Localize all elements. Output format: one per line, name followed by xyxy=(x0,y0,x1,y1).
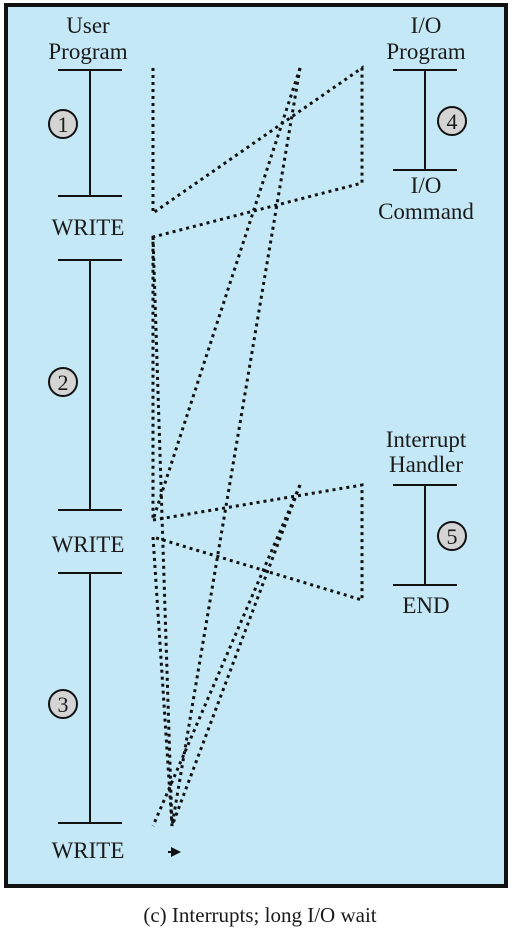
step-circle-1: 1 xyxy=(48,109,78,139)
write-label-1: WRITE xyxy=(52,215,125,240)
io-program-label-line1: I/O xyxy=(411,13,442,38)
step-number-5: 5 xyxy=(447,524,458,549)
user-program-label-line1: User xyxy=(66,13,110,38)
interrupt-handler-label-line2: Handler xyxy=(389,452,463,477)
step-number-1: 1 xyxy=(58,112,69,137)
execution-flow-dotted-lines xyxy=(151,65,364,827)
figure-caption: (c) Interrupts; long I/O wait xyxy=(143,903,376,927)
write-label-2: WRITE xyxy=(52,532,125,557)
interrupt-handler-label-line1: Interrupt xyxy=(386,427,467,452)
interrupt-handler-timeline xyxy=(393,484,457,586)
io-program-label-line2: Program xyxy=(386,39,465,64)
user-program-timeline xyxy=(58,69,122,824)
user-program-label-line2: Program xyxy=(48,39,127,64)
step-number-2: 2 xyxy=(58,370,69,395)
step-circle-5: 5 xyxy=(437,521,467,551)
step-circle-4: 4 xyxy=(437,106,467,136)
io-command-label-line2: Command xyxy=(378,199,474,224)
step-number-3: 3 xyxy=(58,692,69,717)
write-label-3: WRITE xyxy=(52,838,125,863)
io-command-label-line1: I/O xyxy=(411,173,442,198)
step-number-4: 4 xyxy=(447,109,458,134)
step-circle-3: 3 xyxy=(48,689,78,719)
step-circle-2: 2 xyxy=(48,367,78,397)
io-program-timeline xyxy=(393,69,457,171)
end-label: END xyxy=(402,593,449,618)
